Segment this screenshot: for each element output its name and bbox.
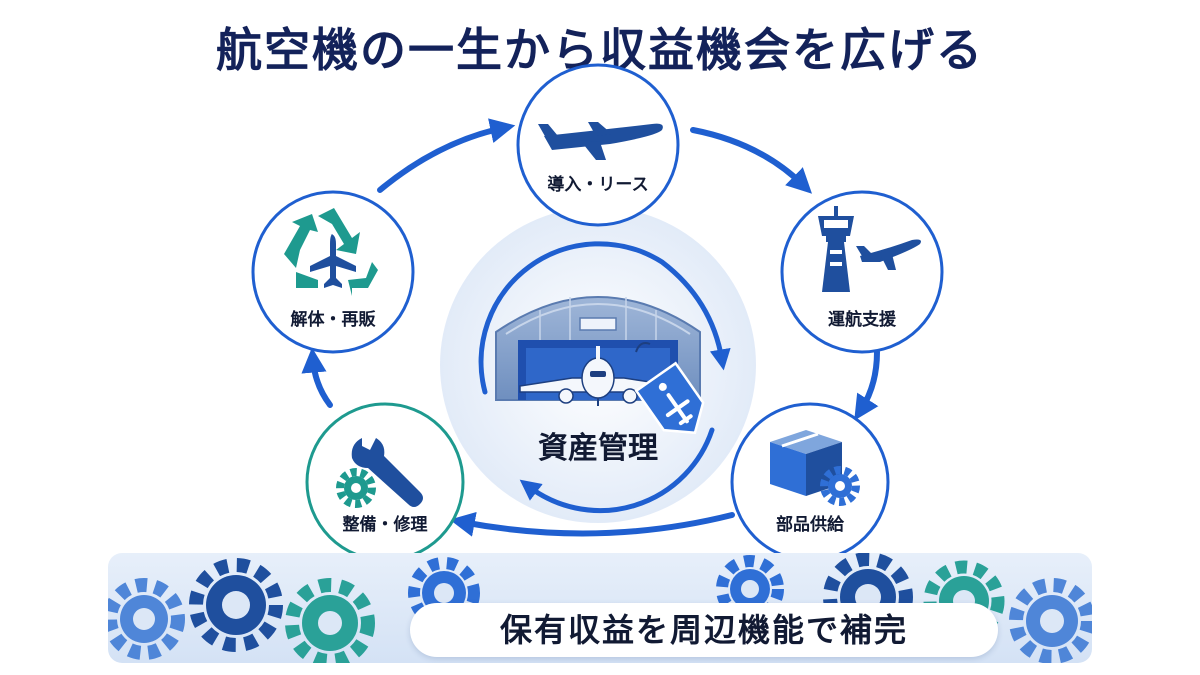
- gear-icon: [820, 466, 860, 506]
- center-arrow-top: [478, 241, 731, 395]
- node-dismantle: 解体・再販: [251, 190, 415, 354]
- airplane-icon: [310, 234, 356, 288]
- arrow-dismantle-to-lease: [377, 118, 516, 193]
- gear-icon: [285, 578, 375, 663]
- cycle-arrows: [301, 118, 880, 537]
- node-maintenance: 整備・修理: [305, 402, 465, 562]
- gear-icon: [189, 558, 283, 652]
- footer-label: 保有収益を周辺機能で補完: [499, 611, 908, 649]
- gear-icon: [336, 468, 376, 508]
- footer-pill: [410, 603, 998, 657]
- airplane-icon: [856, 239, 921, 270]
- node-operation: 運航支援: [780, 190, 944, 354]
- node-lease-label: 導入・リース: [547, 174, 648, 195]
- airplane-icon: [538, 122, 663, 160]
- node-operation-label: 運航支援: [828, 309, 897, 330]
- gear-icon: [108, 578, 185, 660]
- arrow-parts-to-maintenance: [449, 511, 735, 537]
- box-icon: [770, 430, 842, 496]
- gear-icon: [1009, 578, 1092, 663]
- center-label: 資産管理: [538, 431, 658, 466]
- node-maintenance-label: 整備・修理: [343, 514, 428, 535]
- recycle-icon: [284, 208, 378, 296]
- arrow-operation-to-parts: [854, 349, 880, 421]
- arrow-lease-to-operation: [690, 127, 813, 194]
- arrow-maintenance-to-dismantle: [301, 347, 333, 408]
- tag-icon: [634, 361, 705, 435]
- tag-string: [635, 342, 651, 353]
- footer-band: 保有収益を周辺機能で補完: [108, 553, 1092, 663]
- control-tower-icon: [818, 206, 854, 292]
- node-parts: 部品供給: [730, 402, 890, 562]
- wrench-icon: [351, 438, 423, 507]
- center-arrow-bottom: [519, 427, 715, 514]
- node-parts-label: 部品供給: [776, 514, 845, 535]
- node-dismantle-label: 解体・再販: [291, 309, 377, 330]
- center-node: 資産管理: [440, 207, 756, 523]
- gears-icon: [108, 553, 1092, 663]
- node-lease: 導入・リース: [516, 63, 680, 227]
